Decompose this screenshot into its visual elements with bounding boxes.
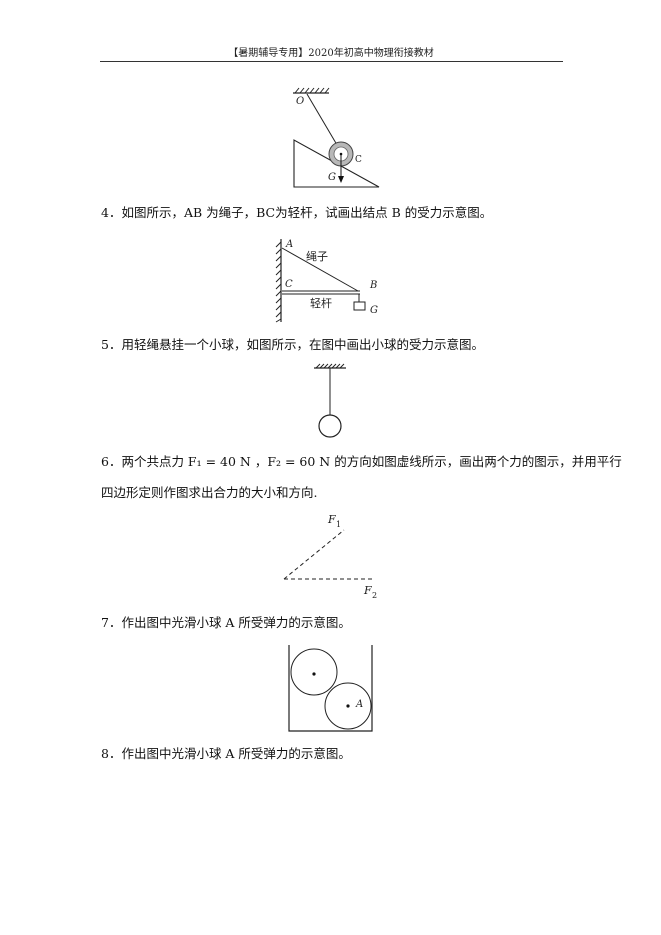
- label-g: G: [328, 172, 336, 183]
- question-4: 4．如图所示，AB 为绳子，BC为轻杆，试画出结点 B 的受力示意图。: [101, 205, 493, 220]
- label-o: O: [296, 96, 304, 107]
- rope-rod-figure: A 绳子 C B 轻杆 G: [275, 239, 378, 323]
- question-7: 7．作出图中光滑小球 A 所受弹力的示意图。: [101, 615, 351, 630]
- ball-a-center: [346, 704, 350, 708]
- label-f1: F: [327, 513, 336, 526]
- label-a: A: [355, 699, 363, 710]
- label-rod: 轻杆: [310, 296, 332, 310]
- label-c: C: [355, 155, 362, 165]
- upper-ball: [290, 648, 338, 696]
- question-6-line-1: 6．两个共点力 F₁ = 40 N ，F₂ = 60 N 的方向如图虚线所示，画…: [101, 454, 622, 469]
- label-rope: 绳子: [306, 249, 328, 263]
- ball-on-incline-figure: O C G: [293, 87, 380, 188]
- ball-center-dot: [339, 152, 343, 156]
- label-c: C: [285, 279, 293, 290]
- container-outline: [288, 645, 373, 732]
- upper-ball-center: [312, 672, 316, 676]
- ceiling-hatch: [294, 87, 330, 94]
- label-g: G: [370, 305, 378, 316]
- force-directions-figure: F 1 F 2: [283, 513, 377, 600]
- weight-block: [353, 301, 366, 311]
- gravity-arrow-head: [338, 176, 344, 183]
- question-8: 8．作出图中光滑小球 A 所受弹力的示意图。: [101, 746, 351, 761]
- ceiling-hatch: [315, 363, 345, 369]
- ball-circle: [318, 414, 342, 438]
- question-5: 5．用轻绳悬挂一个小球，如图所示，在图中画出小球的受力示意图。: [101, 337, 484, 352]
- wall-hatch: [275, 241, 282, 323]
- page-header: 【暑期辅导专用】2020年初高中物理衔接教材: [228, 48, 434, 59]
- f1-direction-line: [283, 529, 345, 580]
- label-f2: F: [363, 584, 372, 597]
- rope-ab: [281, 247, 359, 292]
- header-divider: [100, 61, 563, 62]
- string-line: [306, 93, 341, 151]
- hanging-ball-figure: [314, 363, 346, 438]
- label-f1-subscript: 1: [336, 520, 341, 529]
- question-6-line-2: 四边形定则作图求出合力的大小和方向.: [101, 485, 318, 500]
- balls-in-container-figure: A: [288, 645, 373, 732]
- label-a: A: [285, 239, 293, 250]
- label-b: B: [369, 280, 377, 291]
- label-f2-subscript: 2: [372, 591, 377, 600]
